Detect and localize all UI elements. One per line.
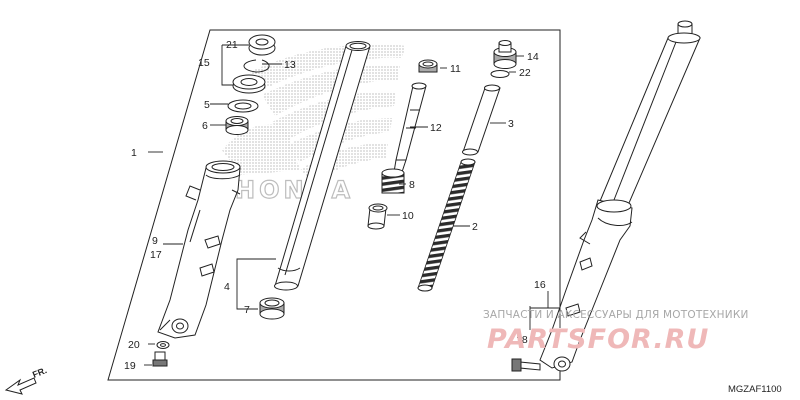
label-18: 18 xyxy=(516,334,528,346)
part-3-spacer-pipe xyxy=(462,84,501,156)
part-5-washer xyxy=(227,99,259,113)
label-21: 21 xyxy=(226,39,238,51)
label-4: 4 xyxy=(224,281,230,293)
part-10-piston-piece xyxy=(367,203,388,230)
part-11-ring xyxy=(418,59,438,73)
label-6: 6 xyxy=(202,120,208,132)
label-5: 5 xyxy=(204,99,210,111)
part-2-fork-spring xyxy=(417,158,476,292)
label-1: 1 xyxy=(131,147,137,159)
label-11: 11 xyxy=(450,63,461,75)
direction-label: FR. xyxy=(31,365,48,380)
part-6-bushing xyxy=(225,116,249,135)
diagram-code: MGZAF1100 xyxy=(728,384,782,395)
part-21-seal-cap xyxy=(248,34,276,56)
label-22: 22 xyxy=(519,67,531,79)
watermark-brand: PARTSFOR.RU xyxy=(487,324,709,355)
part-22-o-ring xyxy=(490,70,510,78)
label-20: 20 xyxy=(128,339,140,351)
part-15-oil-seal xyxy=(232,74,266,94)
callout-labels: 1 21 13 15 5 6 9 17 11 12 3 8 10 2 14 22… xyxy=(124,39,546,372)
part-9-17-fork-slider xyxy=(157,160,241,339)
front-direction-arrow: FR. xyxy=(4,365,48,395)
label-13: 13 xyxy=(284,59,296,71)
label-7: 7 xyxy=(244,304,250,316)
assembled-fork xyxy=(539,20,701,372)
label-2: 2 xyxy=(472,221,478,233)
part-8-rebound-spring xyxy=(381,168,405,194)
part-14-fork-bolt xyxy=(493,40,517,69)
label-10: 10 xyxy=(402,210,414,222)
honda-logo-text: HONDA xyxy=(235,176,354,204)
part-18-drain-bolt xyxy=(511,358,541,372)
watermark-tagline: ЗАПЧАСТИ И АКСЕССУАРЫ ДЛЯ МОТОТЕХНИКИ xyxy=(483,309,749,321)
assembly-box-outline xyxy=(107,29,561,381)
label-3: 3 xyxy=(508,118,514,130)
label-14: 14 xyxy=(527,51,539,63)
leader-lines xyxy=(144,44,561,366)
part-20-sealing-washer xyxy=(156,341,170,349)
part-19-bolt xyxy=(152,351,168,367)
label-15: 15 xyxy=(198,57,210,69)
label-12: 12 xyxy=(430,122,442,134)
label-19: 19 xyxy=(124,360,136,372)
watermark: ЗАПЧАСТИ И АКСЕССУАРЫ ДЛЯ МОТОТЕХНИКИ PA… xyxy=(483,309,749,355)
label-8: 8 xyxy=(409,179,415,191)
part-4-inner-tube xyxy=(274,41,371,291)
part-7-slide-bushing xyxy=(259,297,285,320)
label-9: 9 xyxy=(152,235,158,247)
label-17: 17 xyxy=(150,249,162,261)
part-12-damper-rod xyxy=(393,82,427,173)
label-16: 16 xyxy=(534,279,546,291)
